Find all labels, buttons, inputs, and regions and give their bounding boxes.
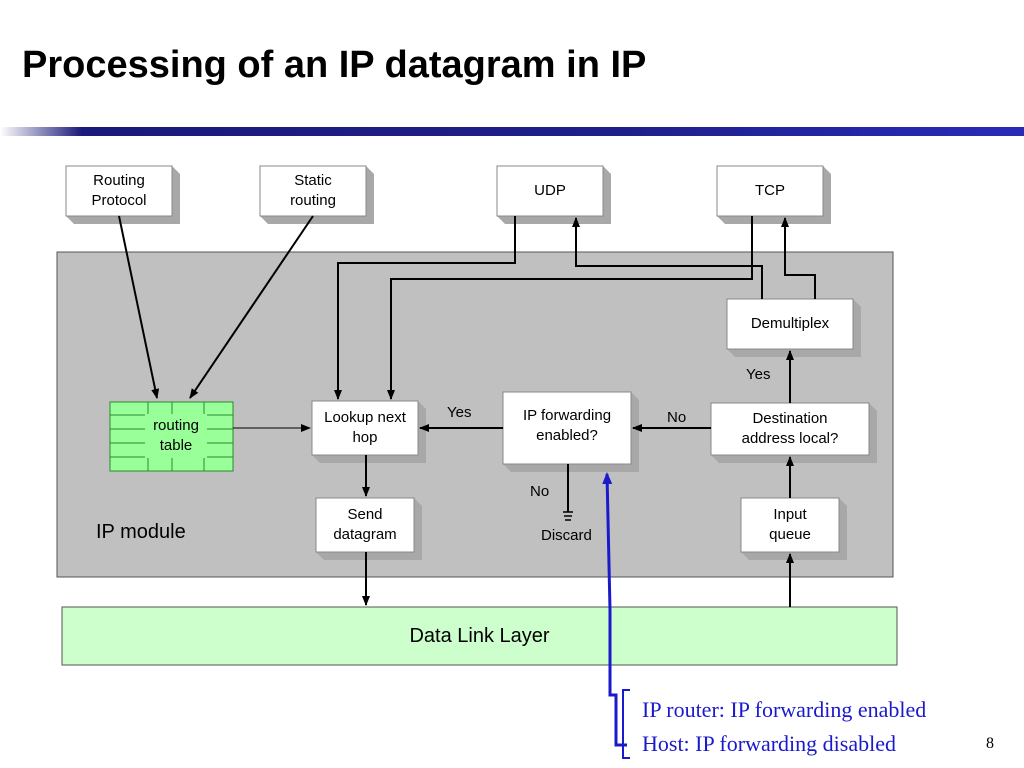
- routing-table-label: routing table: [153, 417, 199, 454]
- box-shapes: [65, 165, 877, 560]
- discard-label: Discard: [541, 527, 592, 544]
- note-host: Host: IP forwarding disabled: [642, 731, 896, 756]
- flow-arrows: [118, 215, 816, 607]
- annotation-arrow: [602, 472, 627, 747]
- data-link-layer-box: [61, 606, 898, 666]
- udp-box: UDP: [534, 182, 566, 199]
- no-label-destination: No: [667, 409, 687, 426]
- send-datagram-box: Send datagram: [333, 506, 397, 543]
- discard-ground-icon: [563, 511, 573, 521]
- tcp-box: TCP: [755, 182, 785, 199]
- yes-label-lookup: Yes: [447, 404, 472, 421]
- destination-address-local-box: Destination address local?: [741, 410, 839, 447]
- static-routing-box: Static routing: [290, 172, 336, 209]
- data-link-layer-label: Data Link Layer: [409, 624, 550, 647]
- ip-module-label: IP module: [96, 521, 186, 543]
- no-label-forwarding: No: [530, 483, 550, 500]
- title-rule: [0, 127, 1024, 136]
- page-number: 8: [986, 735, 994, 752]
- ip-forwarding-enabled-box: IP forwarding enabled?: [522, 407, 612, 444]
- demultiplex-box: Demultiplex: [750, 315, 830, 332]
- lookup-next-hop-box: Lookup next hop: [324, 409, 406, 446]
- input-queue-box: Input queue: [769, 506, 811, 543]
- page-title: Processing of an IP datagram in IP: [22, 44, 647, 86]
- routing-protocol-box: Routing Protocol: [91, 172, 147, 209]
- annotation-bracket: [622, 689, 630, 759]
- note-router: IP router: IP forwarding enabled: [642, 697, 927, 722]
- yes-label-demultiplex: Yes: [746, 366, 771, 383]
